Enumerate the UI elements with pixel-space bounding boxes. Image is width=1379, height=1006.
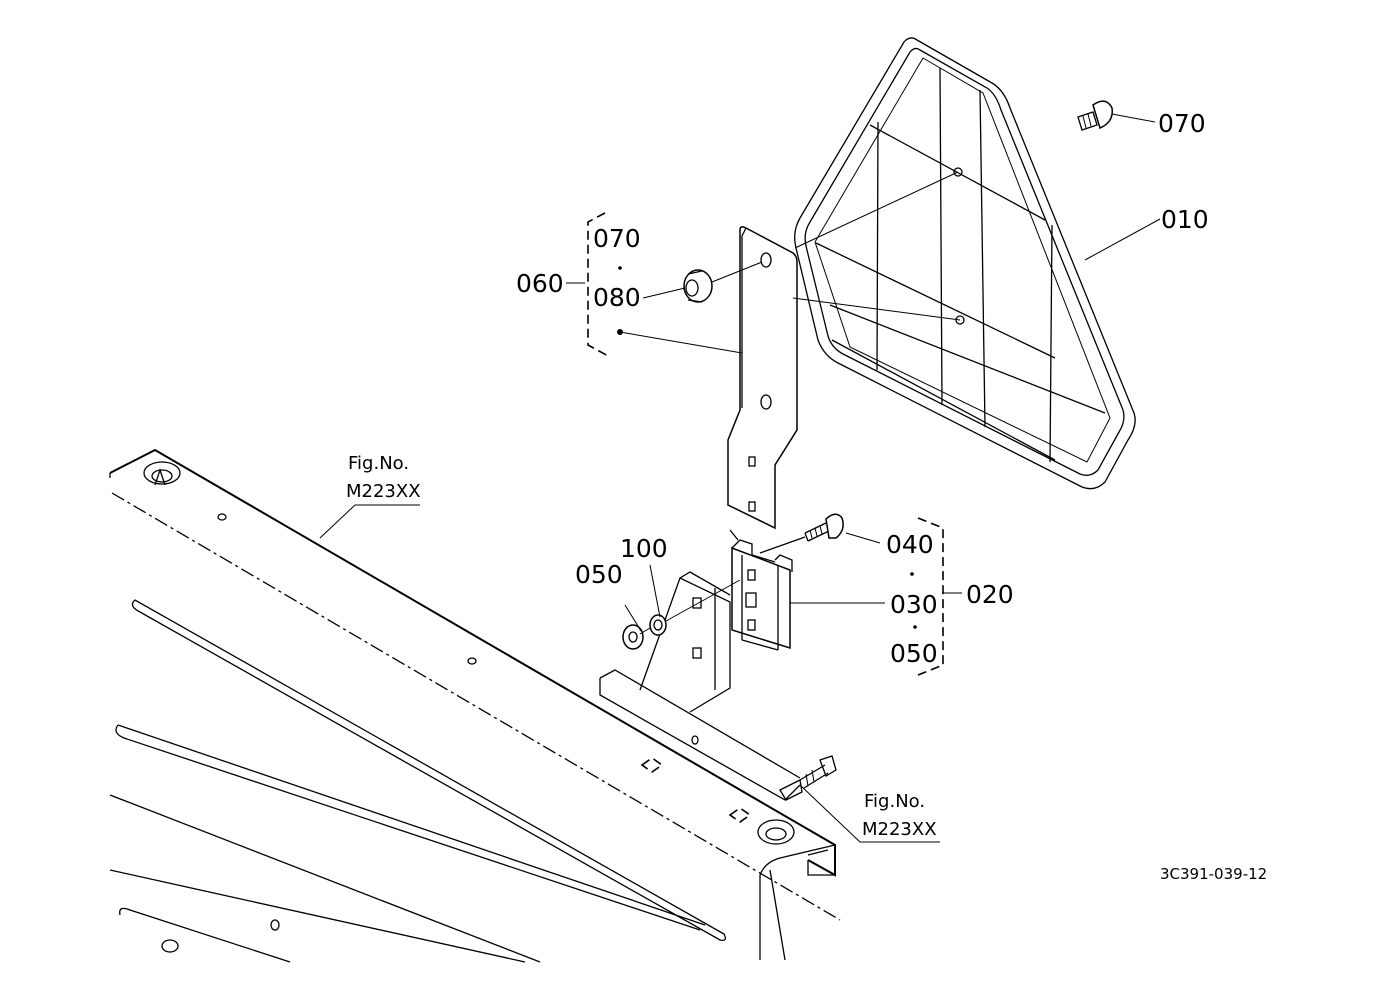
callout-040: 040	[886, 530, 934, 559]
clamp-bracket	[729, 529, 793, 651]
callout-010: 010	[1161, 205, 1209, 234]
mounting-bracket	[599, 571, 837, 823]
bolt-040	[759, 513, 844, 554]
group-bracket-060	[587, 212, 611, 358]
drawing-code: 3C391-039-12	[1160, 865, 1267, 883]
dot-060-group	[617, 329, 623, 335]
fig-ref-lower-line1: Fig.No.	[864, 791, 925, 812]
callout-050-left: 050	[575, 560, 623, 589]
nut-050-left	[622, 624, 644, 650]
leader-lines	[319, 113, 1161, 843]
callout-070-group: 070	[593, 224, 641, 253]
callout-030: 030	[890, 590, 938, 619]
dot-070-080	[618, 266, 622, 270]
fig-ref-upper-line2: M223XX	[346, 481, 421, 502]
fig-ref-lower-line2: M223XX	[862, 819, 937, 840]
callout-070-top: 070	[1158, 109, 1206, 138]
fig-ref-upper-line1: Fig.No.	[348, 453, 409, 474]
mirror-stay	[727, 226, 798, 530]
dot-040-030	[910, 572, 914, 576]
base-frame	[109, 448, 841, 963]
callout-020: 020	[966, 580, 1014, 609]
callout-100: 100	[620, 534, 668, 563]
callout-060: 060	[516, 269, 564, 298]
dot-030-050	[913, 625, 917, 629]
mirror-panel	[794, 37, 1136, 490]
callout-050-right: 050	[890, 639, 938, 668]
callout-080: 080	[593, 283, 641, 312]
washer-100	[649, 614, 667, 636]
screw-070	[1077, 100, 1113, 131]
nut-080	[683, 261, 763, 303]
